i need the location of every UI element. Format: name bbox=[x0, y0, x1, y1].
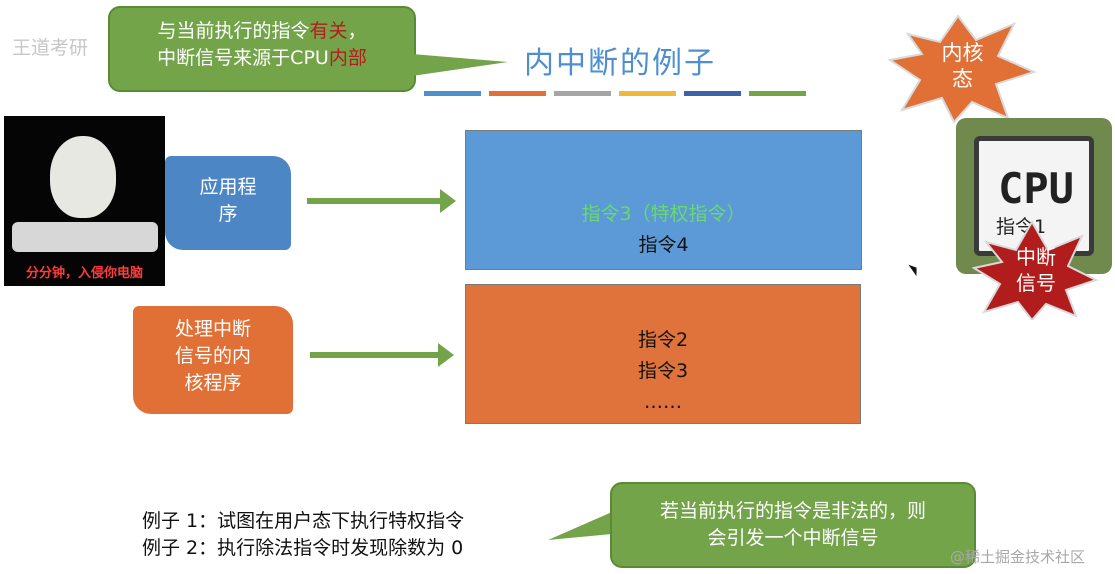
callout-top-pointer bbox=[412, 54, 508, 76]
kernel-mode-badge: 内核 态 bbox=[940, 40, 985, 95]
scroll-kernel-handler: 处理中断 信号的内 核程序 bbox=[133, 306, 293, 414]
example-2: 例子 2：执行除法指令时发现除数为 0 bbox=[142, 537, 464, 559]
meme-caption: 分分钟，入侵你电脑 bbox=[25, 266, 143, 281]
accent-bar bbox=[424, 91, 481, 96]
instruction-ellipsis: …… bbox=[644, 391, 682, 413]
user-program-instructions: 指令3（特权指令） 指令4 bbox=[465, 130, 862, 270]
mouse-cursor-icon bbox=[908, 261, 921, 277]
hacker-meme-image: 分分钟，入侵你电脑 bbox=[4, 116, 165, 286]
interrupt-burst-icon bbox=[972, 220, 1098, 320]
arrow-right-icon bbox=[307, 189, 456, 213]
accent-bar bbox=[749, 91, 806, 96]
accent-bar bbox=[619, 91, 676, 96]
callout-illegal-instruction: 若当前执行的指令是非法的，则 会引发一个中断信号 bbox=[610, 482, 976, 568]
instruction-item: 指令4 bbox=[638, 234, 689, 256]
accent-bar bbox=[684, 91, 741, 96]
callout-internal-interrupt: 与当前执行的指令有关， 中断信号来源于CPU内部 bbox=[108, 6, 416, 92]
privileged-instruction: 指令3（特权指令） bbox=[581, 203, 746, 225]
callout-line-2: 中断信号来源于CPU内部 bbox=[157, 47, 367, 69]
callout-line-1: 若当前执行的指令是非法的，则 bbox=[659, 500, 926, 522]
badge-label: 中断 bbox=[1016, 245, 1056, 269]
scroll-label: 处理中断 bbox=[174, 318, 251, 340]
meme-face-icon bbox=[50, 136, 116, 218]
examples-list: 例子 1：试图在用户态下执行特权指令 例子 2：执行除法指令时发现除数为 0 bbox=[142, 508, 464, 562]
scroll-application-program: 应用程 序 bbox=[165, 156, 291, 250]
callout-line-1: 与当前执行的指令有关， bbox=[157, 20, 367, 42]
callout-bottom-pointer bbox=[548, 512, 612, 540]
scroll-label: 信号的内 bbox=[174, 345, 251, 367]
accent-bar bbox=[489, 91, 546, 96]
callout-line-2: 会引发一个中断信号 bbox=[707, 527, 879, 549]
accent-bar bbox=[554, 91, 611, 96]
title-accent-bars bbox=[424, 91, 806, 96]
cpu-label: CPU bbox=[998, 164, 1074, 213]
arrow-right-icon bbox=[310, 343, 454, 367]
instruction-item: 指令2 bbox=[637, 329, 689, 351]
watermark-topleft: 王道考研 bbox=[12, 37, 89, 59]
watermark-bottom-right: @稀土掘金技术社区 bbox=[950, 548, 1086, 566]
slide-title: 内中断的例子 bbox=[524, 46, 716, 81]
badge-label: 内核 bbox=[941, 41, 984, 65]
badge-label: 态 bbox=[952, 67, 973, 91]
highlight-internal: 内部 bbox=[328, 47, 367, 69]
instruction-item: 指令3 bbox=[637, 360, 689, 382]
scroll-label: 序 bbox=[218, 203, 238, 225]
scroll-label: 核程序 bbox=[184, 372, 242, 394]
scroll-label: 应用程 bbox=[199, 176, 257, 198]
example-1: 例子 1：试图在用户态下执行特权指令 bbox=[142, 510, 465, 532]
highlight-related: 有关 bbox=[309, 20, 348, 42]
badge-label: 信号 bbox=[1016, 271, 1056, 295]
kernel-program-instructions: 指令2 指令3 …… bbox=[465, 284, 861, 424]
interrupt-signal-badge: 中断 信号 bbox=[1008, 244, 1064, 296]
keyboard-icon bbox=[12, 222, 158, 252]
